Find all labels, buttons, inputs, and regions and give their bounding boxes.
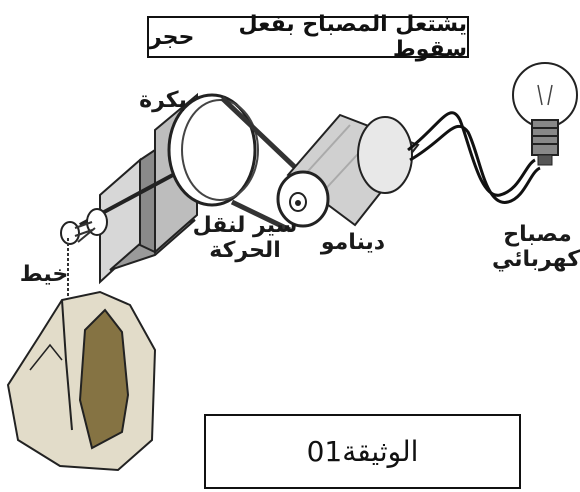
dynamo-body <box>276 113 420 228</box>
label-dynamo: دينامو <box>320 230 386 255</box>
belt <box>220 96 302 233</box>
stone <box>6 290 157 472</box>
label-belt: سير لنقل الحركة <box>192 213 298 264</box>
document-label-box: الوثيقة01 <box>204 414 521 489</box>
title-emphasis: حجر <box>149 24 195 50</box>
label-lamp: مصباح كهربائي <box>491 222 580 273</box>
pulley-wheel <box>167 93 259 207</box>
spool <box>60 208 108 245</box>
document-label: الوثيقة01 <box>306 435 419 468</box>
label-thread: خيط <box>19 262 69 287</box>
label-pulley: بكرة <box>139 88 187 113</box>
title-text: يشتعل المصباح بفعل سقوط <box>238 12 467 62</box>
lamp <box>512 62 578 166</box>
wires <box>407 111 541 204</box>
diagram-title: يشتعل المصباح بفعل سقوط حجر <box>147 12 469 62</box>
